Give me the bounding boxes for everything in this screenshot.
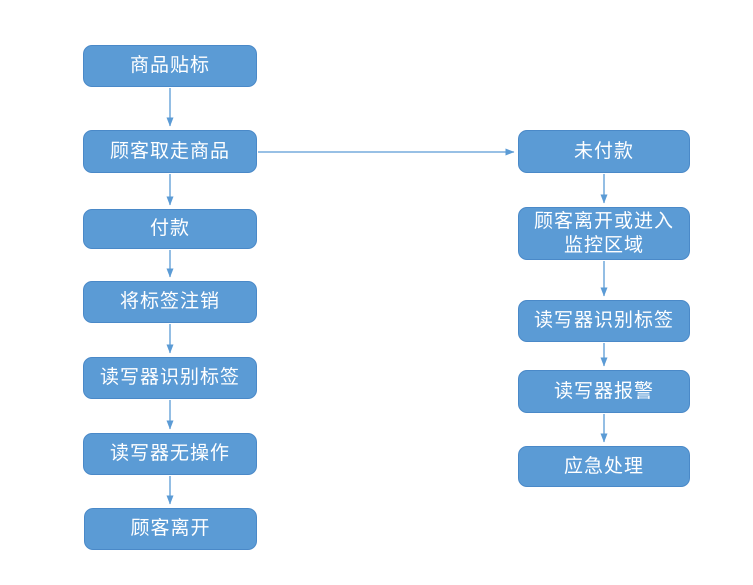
flow-node-reader-no-action: 读写器无操作 xyxy=(83,433,257,475)
flow-node-customer-takes-product: 顾客取走商品 xyxy=(83,130,257,173)
flow-node-customer-leaves: 顾客离开 xyxy=(84,508,257,550)
flow-node-deactivate-tag: 将标签注销 xyxy=(83,281,257,323)
flow-node-unpaid: 未付款 xyxy=(518,130,690,173)
flow-node-reader-identifies-tag: 读写器识别标签 xyxy=(83,357,257,399)
flow-node-product-labeling: 商品贴标 xyxy=(83,45,257,87)
flow-node-customer-enters-monitored-area: 顾客离开或进入 监控区域 xyxy=(518,207,690,260)
flow-node-emergency-handling: 应急处理 xyxy=(518,446,690,487)
flow-node-payment: 付款 xyxy=(83,209,257,249)
flow-node-reader-identifies-tag-right: 读写器识别标签 xyxy=(518,300,690,342)
flow-node-reader-alarm: 读写器报警 xyxy=(518,370,690,413)
